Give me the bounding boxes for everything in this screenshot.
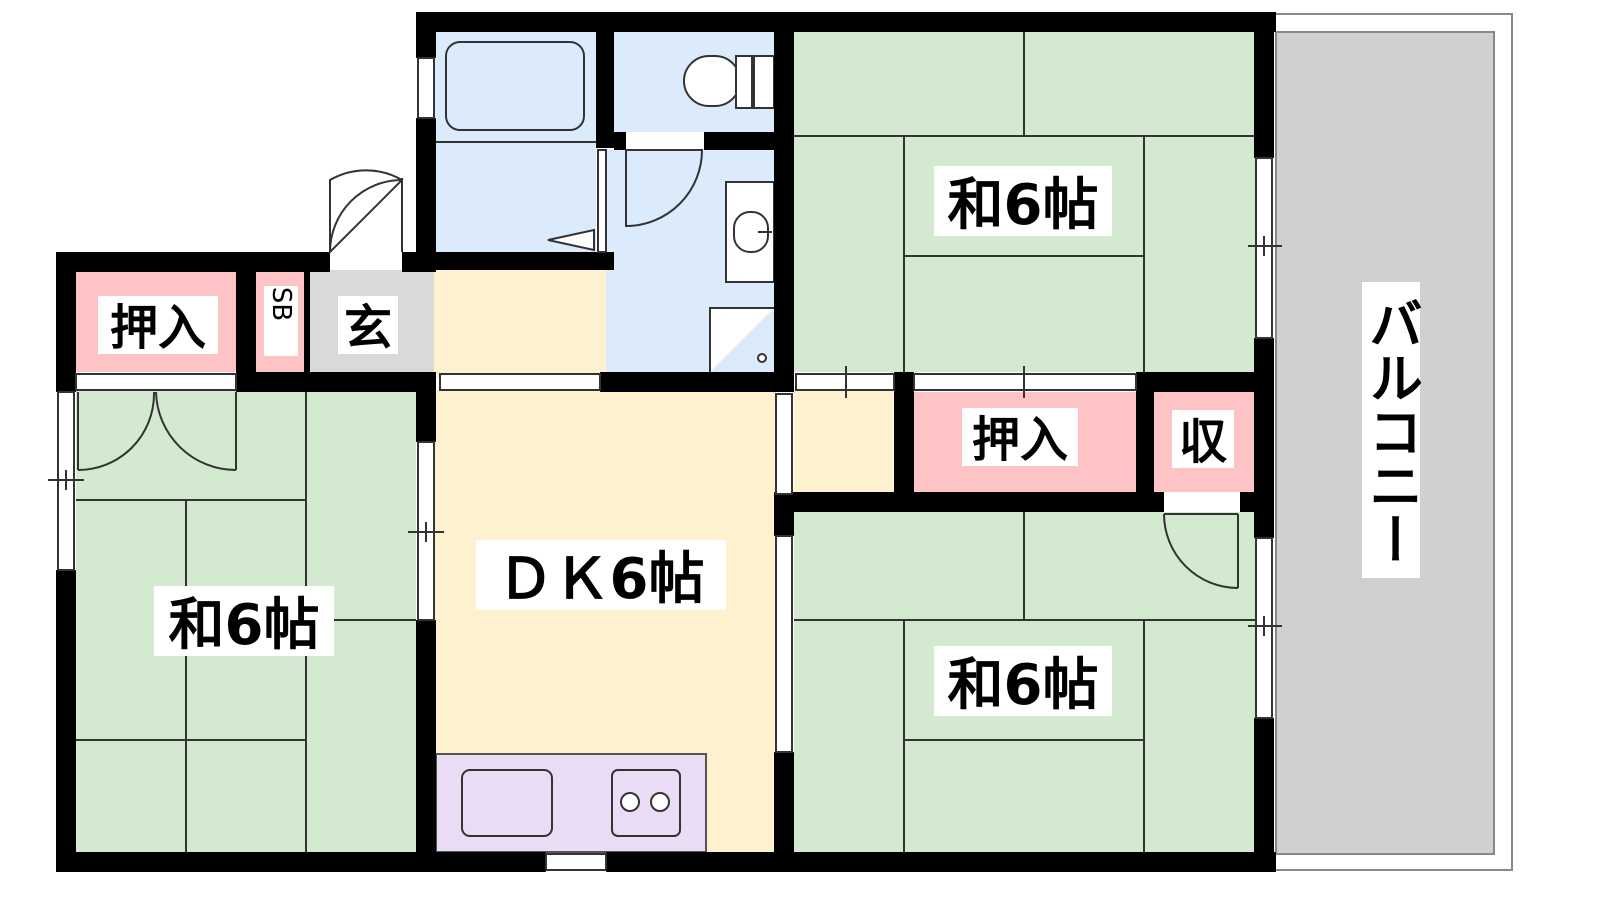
oshiire-left-label: 押入 xyxy=(110,300,206,356)
toilet-fixture xyxy=(683,55,775,109)
entry-hall-floor xyxy=(434,268,606,378)
sink-and-stove xyxy=(461,769,681,837)
dk-label: ＤＫ6帖 xyxy=(498,547,705,612)
washitsu-top-right-label: 和6帖 xyxy=(948,173,1099,238)
room-labels: 和6帖 和6帖 和6帖 ＤＫ6帖 押入 押入 収 玄 SB xyxy=(98,166,1234,718)
entrance-label: 玄 xyxy=(344,300,392,356)
balcony: バルコニー xyxy=(1271,13,1513,871)
oshiire-mid-label: 押入 xyxy=(972,412,1068,468)
washitsu-bottom-right-label: 和6帖 xyxy=(948,653,1099,718)
wash-basin xyxy=(709,181,775,372)
opening-ticks xyxy=(48,236,1282,636)
shuno-label: 収 xyxy=(1179,414,1227,470)
walls xyxy=(56,12,1276,872)
door-swings xyxy=(77,149,1239,589)
washitsu-left-label: 和6帖 xyxy=(169,593,320,658)
corridor-floor xyxy=(794,390,894,492)
bathtub xyxy=(434,41,596,252)
shoe-box-label: SB xyxy=(266,287,296,321)
balcony-label: バルコニー xyxy=(1360,296,1423,566)
